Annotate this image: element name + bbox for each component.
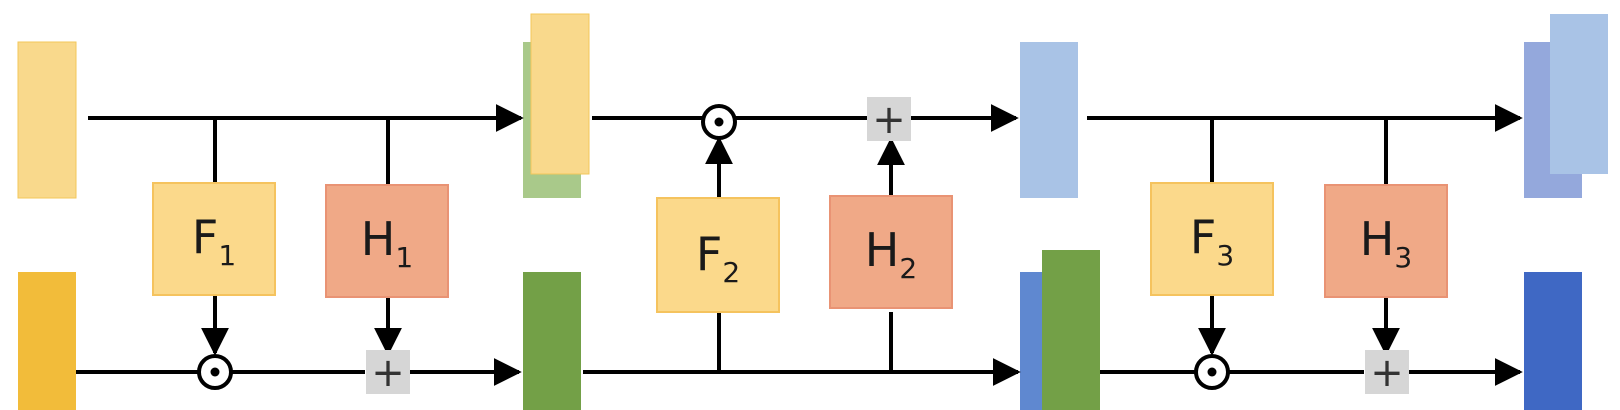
block-f3: F3 [1150, 182, 1274, 296]
block-f1-name: F [192, 210, 218, 264]
plus-op-3: + [1365, 350, 1409, 396]
feature-map-y2-stage2-front [1042, 250, 1100, 410]
feature-map-y1-stage1-front [530, 13, 590, 175]
block-h2: H2 [829, 195, 953, 309]
block-h2-sub: 2 [899, 252, 917, 285]
connectors [76, 104, 1523, 386]
feature-map-y1-stage2 [1020, 42, 1078, 198]
feature-map-y2-stage1 [523, 272, 581, 410]
svg-text:H3: H3 [1360, 212, 1412, 274]
block-f1-box [152, 182, 276, 296]
feature-map-x1-input [17, 41, 77, 199]
block-f2-box [656, 197, 780, 313]
feature-map-x2-input [18, 272, 76, 410]
hadamard-op-2 [701, 104, 737, 140]
block-f3-name: F [1190, 210, 1216, 264]
plus-op-2: + [867, 97, 911, 143]
block-h2-box [829, 195, 953, 309]
svg-text:H1: H1 [361, 212, 413, 274]
block-f2: F2 [656, 197, 780, 313]
block-h3-name: H [1360, 212, 1395, 266]
plus-op-3-symbol: + [1370, 350, 1404, 396]
feature-map-y2-stage3 [1524, 272, 1582, 410]
hadamard-op-1 [197, 354, 233, 390]
block-h1-box [325, 184, 449, 298]
block-h1-name: H [361, 212, 396, 266]
svg-text:F3: F3 [1190, 210, 1234, 272]
block-h1: H1 [325, 184, 449, 298]
plus-op-1: + [366, 350, 410, 396]
svg-text:F2: F2 [696, 227, 740, 289]
plus-op-2-symbol: + [872, 97, 906, 143]
block-f1-sub: 1 [218, 239, 236, 272]
plus-op-1-symbol: + [371, 350, 405, 396]
svg-text:H2: H2 [865, 223, 917, 285]
block-f1: F1 [152, 182, 276, 296]
block-f2-name: F [696, 227, 722, 281]
block-h3: H3 [1324, 184, 1448, 298]
block-h2-name: H [865, 223, 900, 277]
hadamard-op-3 [1194, 354, 1230, 390]
block-f2-sub: 2 [722, 256, 740, 289]
svg-text:F1: F1 [192, 210, 236, 272]
block-h1-sub: 1 [395, 241, 413, 274]
block-f3-sub: 3 [1216, 239, 1234, 272]
block-h3-box [1324, 184, 1448, 298]
block-f3-box [1150, 182, 1274, 296]
feature-map-y1-stage3-front [1550, 14, 1608, 174]
block-h3-sub: 3 [1394, 241, 1412, 274]
